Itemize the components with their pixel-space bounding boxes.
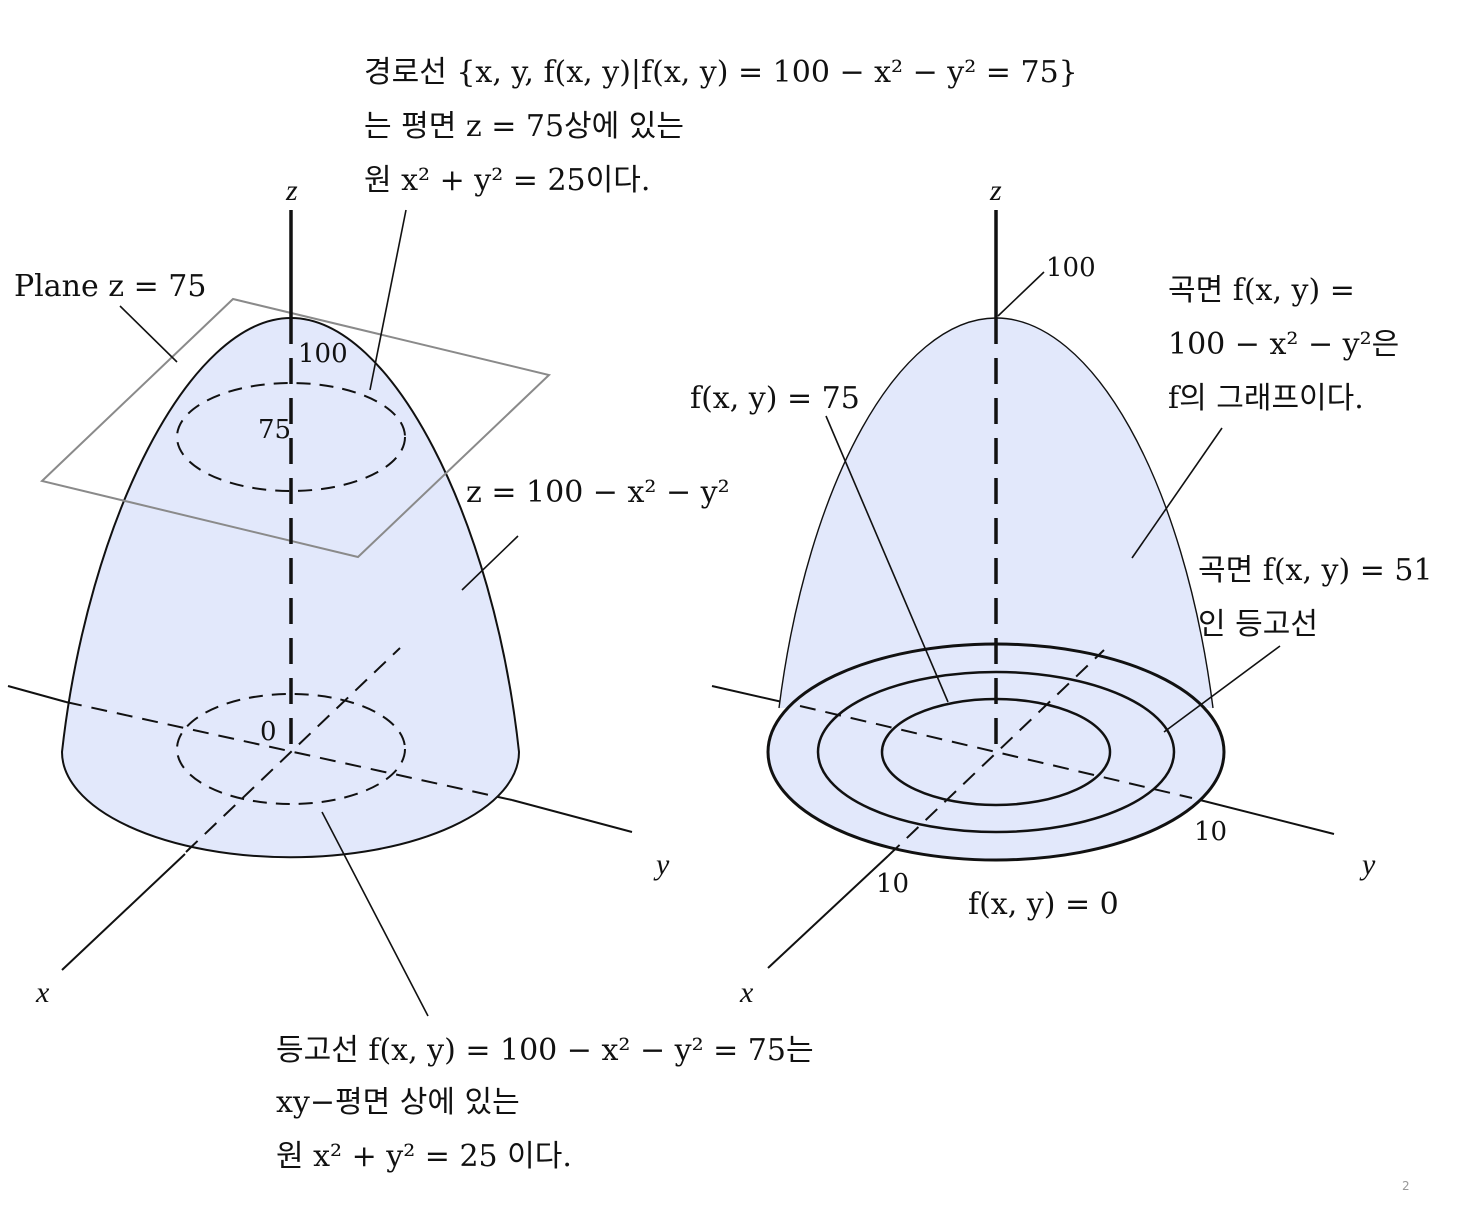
surface-note-leader [1131,427,1223,559]
level-0-label: f(x, y) = 0 [968,887,1119,922]
left-x-axis-hidden [185,647,401,853]
left-z-label: z [285,174,298,207]
level-51-leader [1163,645,1281,733]
right-z-label: z [989,174,1002,207]
left-base-circle [176,693,406,805]
right-y-axis-outer [1191,797,1335,835]
right-y-axis-hidden [799,705,1193,799]
plane-label: Plane z = 75 [14,269,206,304]
plane-label-leader [119,305,178,363]
right-figure: z x y 100 10 10 f(x, y) = 75 f(x, y) = 0… [690,174,1433,1009]
left-tick-0: 0 [260,717,277,747]
left-x-label: x [35,976,50,1009]
right-x-label: x [739,976,754,1009]
top-note-line-2: 는 평면 z = 75상에 있는 [364,109,684,144]
level-51-note-line-2: 인 등고선 [1198,607,1318,642]
right-x-axis-outer [767,855,889,969]
page-number: 2 [1402,1179,1410,1193]
top-note-line-3: 원 x² + y² = 25이다. [364,163,650,198]
left-back-axis-outer [7,685,67,703]
right-y-label: y [1359,848,1376,881]
right-tick-10-y: 10 [1194,817,1227,847]
left-x-axis-outer [61,853,186,971]
level-curve-51 [816,670,1176,834]
bottom-note-line-2: xy−평면 상에 있는 [276,1085,520,1120]
left-level-circle-75 [176,382,406,492]
surface-note-line-2: 100 − x² − y²은 [1168,327,1399,362]
left-figure: z x y Plane z = 75 100 75 0 z = 100 − x²… [7,55,1078,1174]
bottom-note-leader [321,811,429,1017]
left-y-label: y [653,848,670,881]
right-tick-10-x: 10 [876,869,909,899]
bottom-note-line-3: 원 x² + y² = 25 이다. [276,1139,572,1174]
right-tick-100: 100 [1046,253,1096,283]
bottom-note-line-1: 등고선 f(x, y) = 100 − x² − y² = 75는 [276,1033,814,1068]
surface-eq-leader [461,535,519,591]
top-note-leader [369,209,407,391]
level-75-label: f(x, y) = 75 [690,381,860,416]
right-x-axis-hidden [887,649,1105,857]
surface-note-line-3: f의 그래프이다. [1168,381,1364,416]
left-tick-100: 100 [298,339,348,369]
top-note-line-1: 경로선 {x, y, f(x, y)|f(x, y) = 100 − x² − … [364,55,1078,90]
left-y-axis-outer [511,799,633,833]
surface-equation: z = 100 − x² − y² [466,475,730,510]
right-100-leader [997,271,1045,317]
left-paraboloid-surface [60,316,521,859]
surface-note-line-1: 곡면 f(x, y) = [1168,273,1355,308]
plane-z75 [39,297,552,559]
level-51-note-line-1: 곡면 f(x, y) = 51 [1198,553,1433,588]
level-75-leader [825,415,949,703]
left-tick-75: 75 [258,415,291,445]
